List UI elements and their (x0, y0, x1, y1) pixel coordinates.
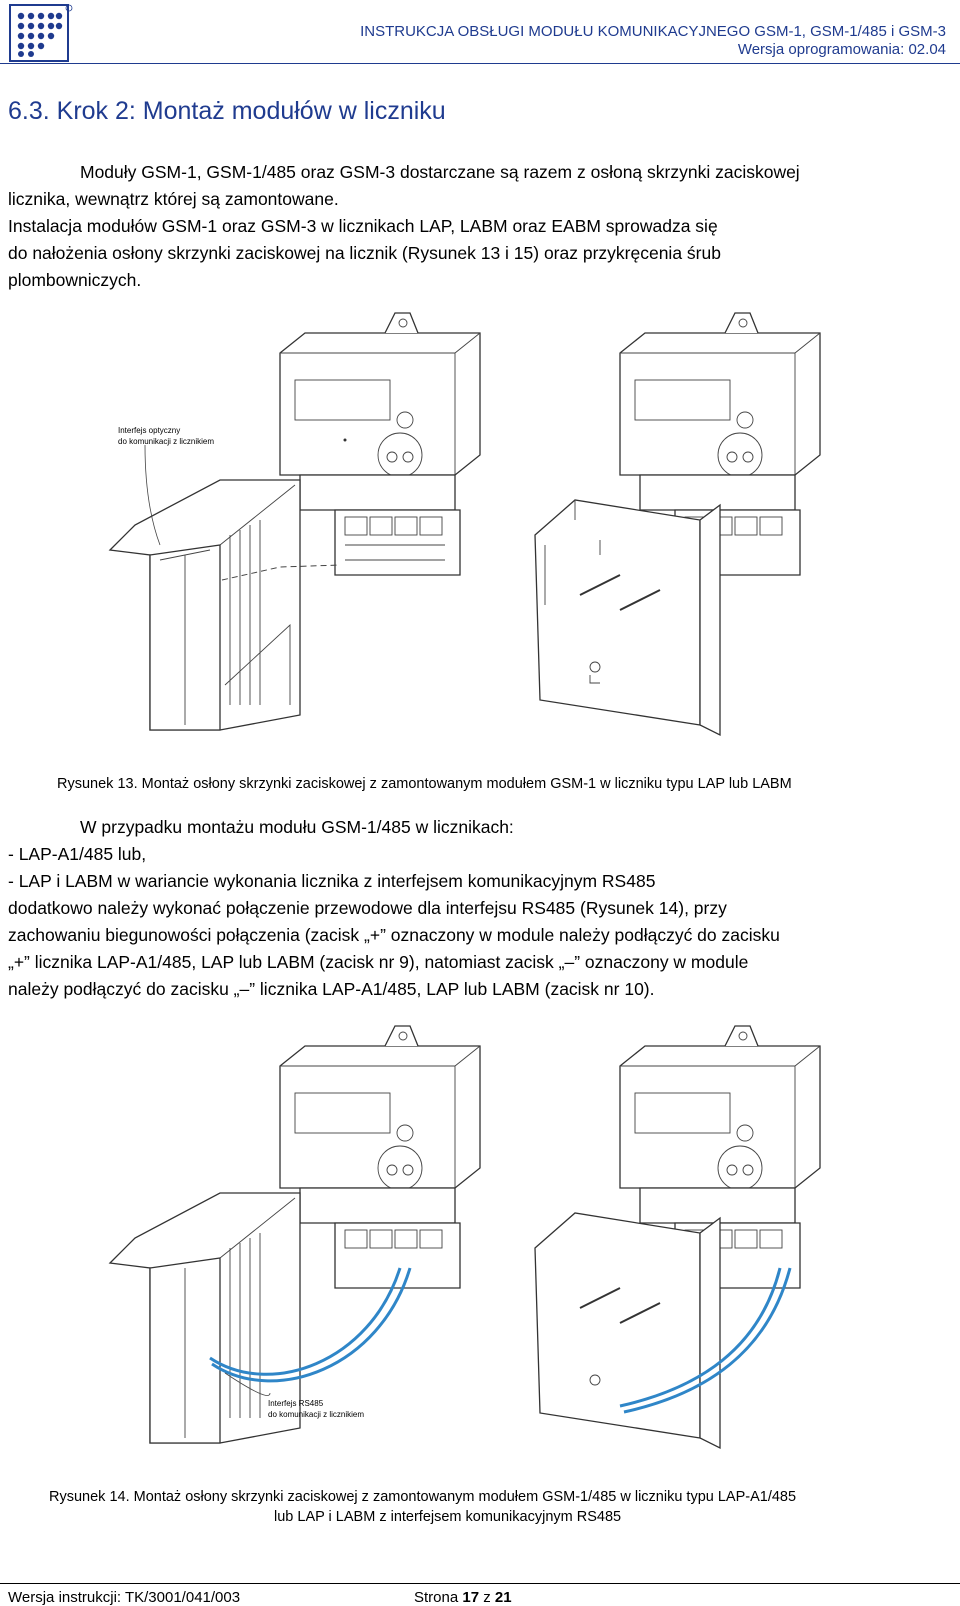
rs485-cable-right (619, 1267, 792, 1414)
rs485-cable-left (209, 1267, 412, 1383)
para2-line: zachowaniu biegunowości połączenia (zaci… (8, 925, 780, 945)
header-divider (0, 63, 960, 64)
figure-13-drawing: Interfejs optyczny do komunikacji z licz… (108, 312, 821, 737)
page-total: 21 (494, 1589, 512, 1606)
terminal-cover-right (534, 499, 721, 737)
terminal-cover-right (534, 1212, 721, 1450)
electricity-meter-right (619, 1025, 821, 1289)
para2-line: dodatkowo należy wykonać połączenie prze… (8, 898, 727, 918)
figure-14-drawing: Interfejs RS485 do komunikacji z licznik… (108, 1025, 821, 1450)
para2-line: - LAP i LABM w wariancie wykonania liczn… (8, 871, 656, 891)
footer-doc-version: Wersja instrukcji: TK/3001/041/003 (8, 1589, 241, 1606)
page-prefix: Strona (414, 1589, 459, 1606)
page-separator: z (483, 1589, 491, 1606)
fig13-label-line1: Interfejs optyczny (118, 426, 180, 435)
figure-14-caption-line1: Rysunek 14. Montaż osłony skrzynki zacis… (49, 1489, 797, 1505)
header-title: INSTRUKCJA OBSŁUGI MODUŁU KOMUNIKACYJNEG… (360, 23, 946, 40)
section-title: 6.3. Krok 2: Montaż modułów w liczniku (8, 97, 446, 125)
fig14-label-line1: Interfejs RS485 (268, 1399, 324, 1408)
para2-line: - LAP-A1/485 lub, (8, 844, 147, 864)
footer-page-number: Strona 17 z 21 (414, 1589, 512, 1606)
para2-line: W przypadku montażu modułu GSM-1/485 w l… (80, 817, 514, 837)
company-logo (9, 4, 73, 62)
electricity-meter-left (279, 1025, 481, 1289)
para2-line: należy podłączyć do zacisku „–” licznika… (8, 979, 655, 999)
mounting-screws (579, 1287, 661, 1324)
footer-divider (0, 1583, 960, 1584)
figure-13-caption: Rysunek 13. Montaż osłony skrzynki zacis… (57, 776, 792, 792)
terminal-cover-left (108, 479, 301, 731)
para1-line: plombowniczych. (8, 270, 142, 290)
para1-line: licznika, wewnątrz której są zamontowane… (8, 189, 339, 209)
para1-line: Instalacja modułów GSM-1 oraz GSM-3 w li… (8, 216, 718, 236)
electricity-meter-left (279, 312, 481, 576)
header-software-version: Wersja oprogramowania: 02.04 (737, 41, 946, 58)
para1-line: Moduły GSM-1, GSM-1/485 oraz GSM-3 dosta… (80, 162, 800, 182)
mounting-screws (579, 574, 661, 611)
fig14-label-line2: do komunikacji z licznikiem (268, 1410, 364, 1419)
para2-line: „+” licznika LAP-A1/485, LAP lub LABM (z… (8, 952, 749, 972)
page-current: 17 (462, 1589, 480, 1606)
para1-line: do nałożenia osłony skrzynki zaciskowej … (8, 243, 721, 263)
fig13-label-line2: do komunikacji z licznikiem (118, 437, 214, 446)
figure-14-caption-line2: lub LAP i LABM z interfejsem komunikacyj… (274, 1509, 622, 1525)
